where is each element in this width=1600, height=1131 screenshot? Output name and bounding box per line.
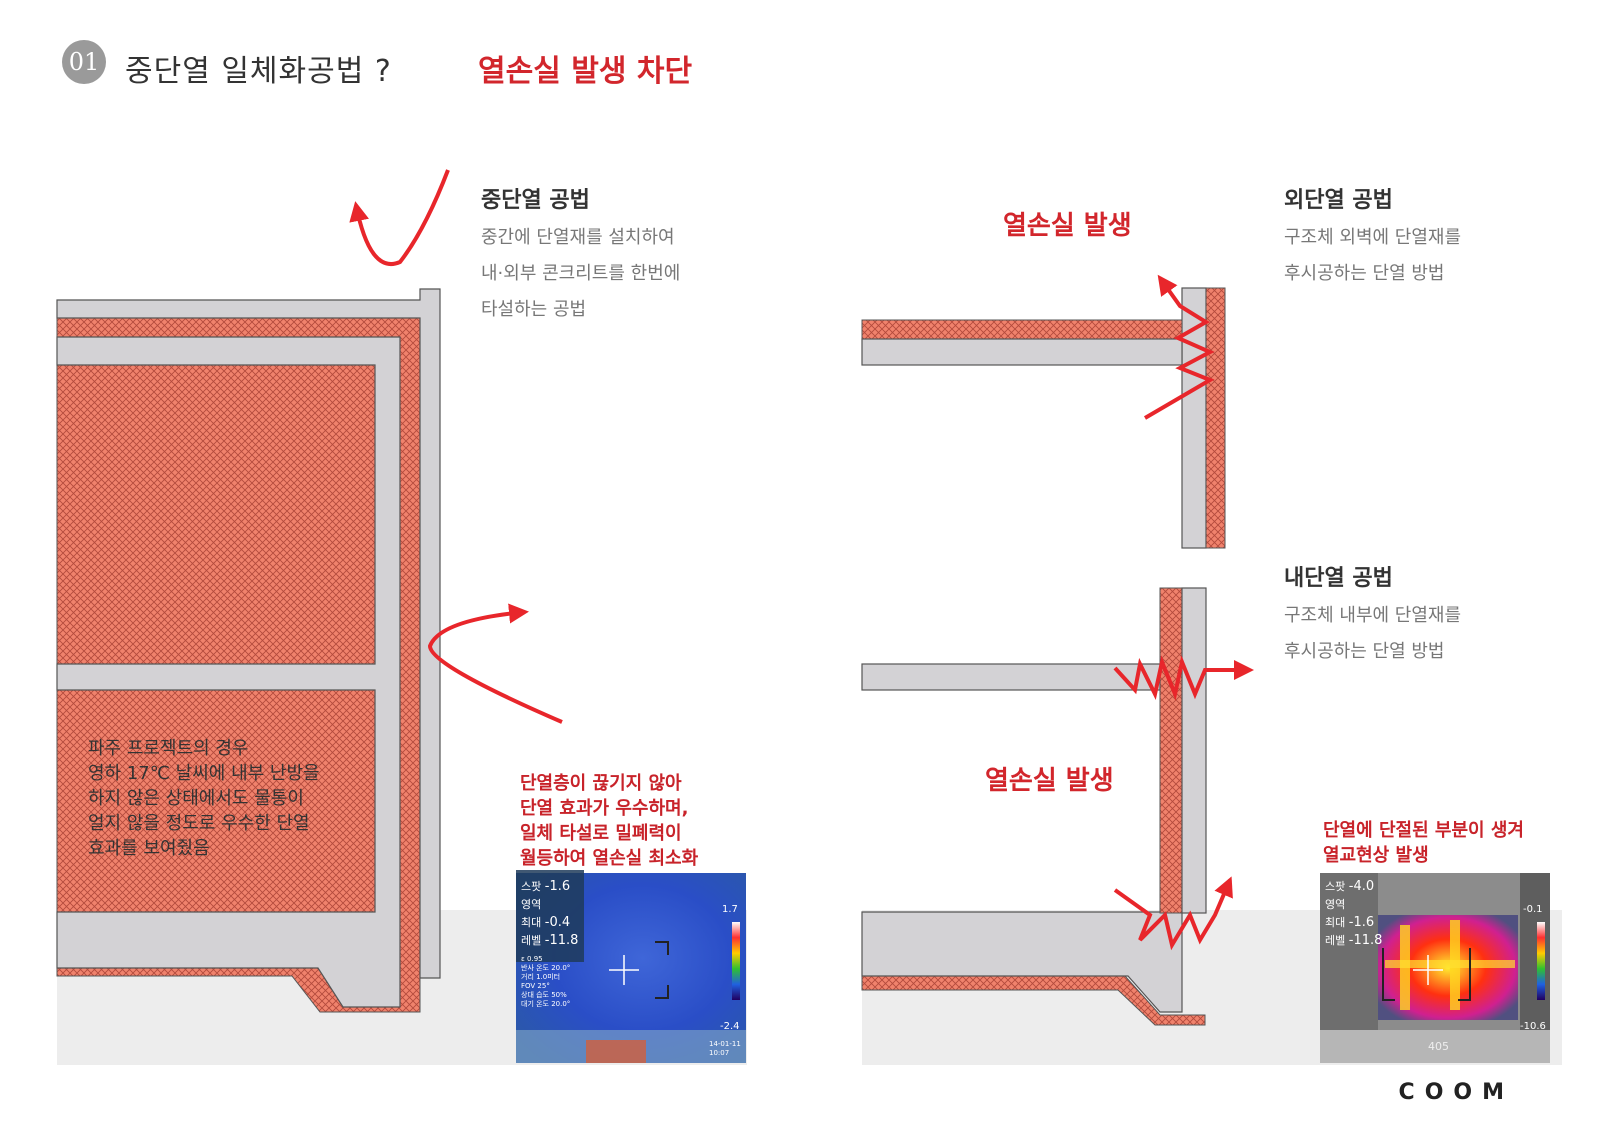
section-number-badge: 01 — [62, 40, 106, 84]
level-value: -11.8 — [1348, 933, 1383, 948]
right-thermal-caption: 단열에 단절된 부분이 생겨 열교현상 발생 — [1323, 818, 1524, 868]
param-line: 거리 1.0미터 — [521, 973, 561, 981]
heat-loss-arrow-bottom — [1113, 876, 1233, 951]
right-bottom-insulation — [861, 975, 1206, 1026]
level-label: 레벨 — [1325, 934, 1346, 947]
caption-line: 단열 효과가 우수하며, — [520, 798, 689, 819]
outer-method-heading: 외단열 공법 — [1284, 188, 1393, 213]
page-title: 중단열 일체화공법 ? — [125, 54, 392, 89]
area-label: 영역 — [521, 898, 542, 911]
thermal-date: 14-01-11 — [709, 1040, 741, 1048]
right-scale-top: -0.1 — [1523, 904, 1543, 915]
brand-logo: COOM — [1398, 1080, 1514, 1105]
heat-loss-label-top: 열손실 발생 — [1003, 211, 1132, 241]
note-line: 영하 17℃ 날씨에 내부 난방을 — [88, 763, 320, 784]
right-thermal-readout: 스팟 -4.0 영역 최대 -1.6 레벨 -11.8 — [1325, 878, 1382, 950]
max-value: -1.6 — [1348, 915, 1375, 930]
desc-line: 중간에 단열재를 설치하여 — [481, 227, 675, 248]
max-label: 최대 — [1325, 916, 1346, 929]
left-method-heading: 중단열 공법 — [481, 188, 590, 213]
caption-line: 일체 타설로 밀폐력이 — [520, 823, 682, 844]
left-thermal-readout: 스팟 -1.6 영역 최대 -0.4 레벨 -11.8 — [521, 878, 578, 950]
right-scale-bottom: -10.6 — [1520, 1021, 1546, 1032]
spot-label: 스팟 — [521, 880, 542, 893]
left-scale-bottom: -2.4 — [720, 1021, 740, 1032]
thermal-time: 10:07 — [709, 1049, 730, 1057]
max-value: -0.4 — [544, 915, 571, 930]
param-line: FOV 25° — [521, 982, 550, 990]
desc-line: 후시공하는 단열 방법 — [1284, 263, 1445, 284]
left-thermal-image — [516, 870, 746, 1063]
note-line: 효과를 보여줬음 — [88, 838, 210, 859]
reflect-arrow-side — [427, 603, 563, 724]
left-outer-concrete — [56, 288, 441, 979]
spot-value: -4.0 — [1348, 879, 1375, 894]
caption-line: 월등하여 열손실 최소화 — [520, 848, 699, 869]
left-thermal-caption: 단열층이 끊기지 않아 단열 효과가 우수하며, 일체 타설로 밀폐력이 월등하… — [520, 771, 698, 871]
left-inner-concrete — [56, 336, 401, 1008]
param-line: 반사 온도 20.0° — [521, 964, 571, 972]
caption-line: 단열에 단절된 부분이 생겨 — [1323, 820, 1524, 841]
area-label: 영역 — [1325, 898, 1346, 911]
heat-loss-label-bottom: 열손실 발생 — [985, 766, 1114, 796]
inner-method-heading: 내단열 공법 — [1284, 566, 1393, 591]
level-value: -11.8 — [544, 933, 579, 948]
note-line: 하지 않은 상태에서도 물통이 — [88, 788, 304, 809]
left-thermal-timestamp: 14-01-11 10:07 — [709, 1040, 741, 1058]
paju-project-note: 파주 프로젝트의 경우 영하 17℃ 날씨에 내부 난방을 하지 않은 상태에서… — [88, 736, 320, 861]
inner-wall-concrete — [1181, 587, 1207, 914]
desc-line: 타설하는 공법 — [481, 299, 587, 320]
spot-label: 스팟 — [1325, 880, 1346, 893]
left-scale-top: 1.7 — [722, 904, 738, 915]
level-label: 레벨 — [521, 934, 542, 947]
heat-loss-arrow-top — [1143, 274, 1215, 420]
left-thermal-params: ε 0.95 반사 온도 20.0° 거리 1.0미터 FOV 25° 상대 습… — [521, 955, 570, 1009]
param-line: 대기 온도 20.0° — [521, 1000, 571, 1008]
reflect-arrow-top — [349, 169, 450, 266]
inner-wall-insulation — [1159, 587, 1183, 914]
left-method-desc: 중간에 단열재를 설치하여 내·외부 콘크리트를 한번에 타설하는 공법 — [481, 220, 680, 328]
outer-wall-insulation — [1205, 287, 1226, 549]
outer-slab-insulation — [861, 319, 1183, 340]
page-highlight: 열손실 발생 차단 — [478, 54, 693, 89]
max-label: 최대 — [521, 916, 542, 929]
desc-line: 구조체 내부에 단열재를 — [1284, 605, 1462, 626]
desc-line: 구조체 외벽에 단열재를 — [1284, 227, 1462, 248]
door-number: 405 — [1428, 1040, 1449, 1053]
param-line: ε 0.95 — [521, 955, 543, 963]
outer-method-desc: 구조체 외벽에 단열재를 후시공하는 단열 방법 — [1284, 220, 1461, 292]
desc-line: 내·외부 콘크리트를 한번에 — [481, 263, 681, 284]
note-line: 파주 프로젝트의 경우 — [88, 738, 249, 759]
caption-line: 단열층이 끊기지 않아 — [520, 773, 682, 794]
inner-slab-concrete — [861, 663, 1161, 691]
inner-method-desc: 구조체 내부에 단열재를 후시공하는 단열 방법 — [1284, 598, 1461, 670]
param-line: 상대 습도 50% — [521, 991, 567, 999]
heat-loss-arrow-middle — [1113, 655, 1254, 701]
right-thermal-image — [1320, 873, 1550, 1063]
caption-line: 열교현상 발생 — [1323, 845, 1429, 866]
spot-value: -1.6 — [544, 879, 571, 894]
outer-slab-concrete — [861, 338, 1183, 366]
note-line: 얼지 않을 정도로 우수한 단열 — [88, 813, 310, 834]
desc-line: 후시공하는 단열 방법 — [1284, 641, 1445, 662]
